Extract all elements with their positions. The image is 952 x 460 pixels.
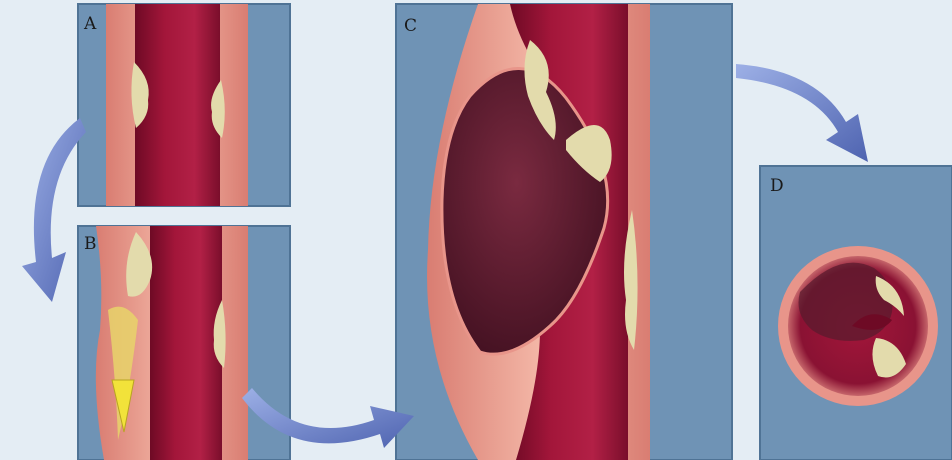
panel-a-label: A xyxy=(84,14,96,34)
arrow-a-to-b xyxy=(22,118,86,302)
panel-b-lumen xyxy=(150,226,222,460)
panel-d-label: D xyxy=(770,176,784,196)
curved-arrow-icon xyxy=(736,64,868,162)
curved-arrow-icon xyxy=(22,118,86,302)
panel-c xyxy=(396,4,732,460)
panel-a xyxy=(78,4,290,206)
panel-d xyxy=(760,166,952,460)
panel-b xyxy=(78,226,290,460)
arrow-c-to-d xyxy=(736,64,868,162)
panel-c-label: C xyxy=(404,16,417,36)
panel-b-label: B xyxy=(84,234,97,254)
